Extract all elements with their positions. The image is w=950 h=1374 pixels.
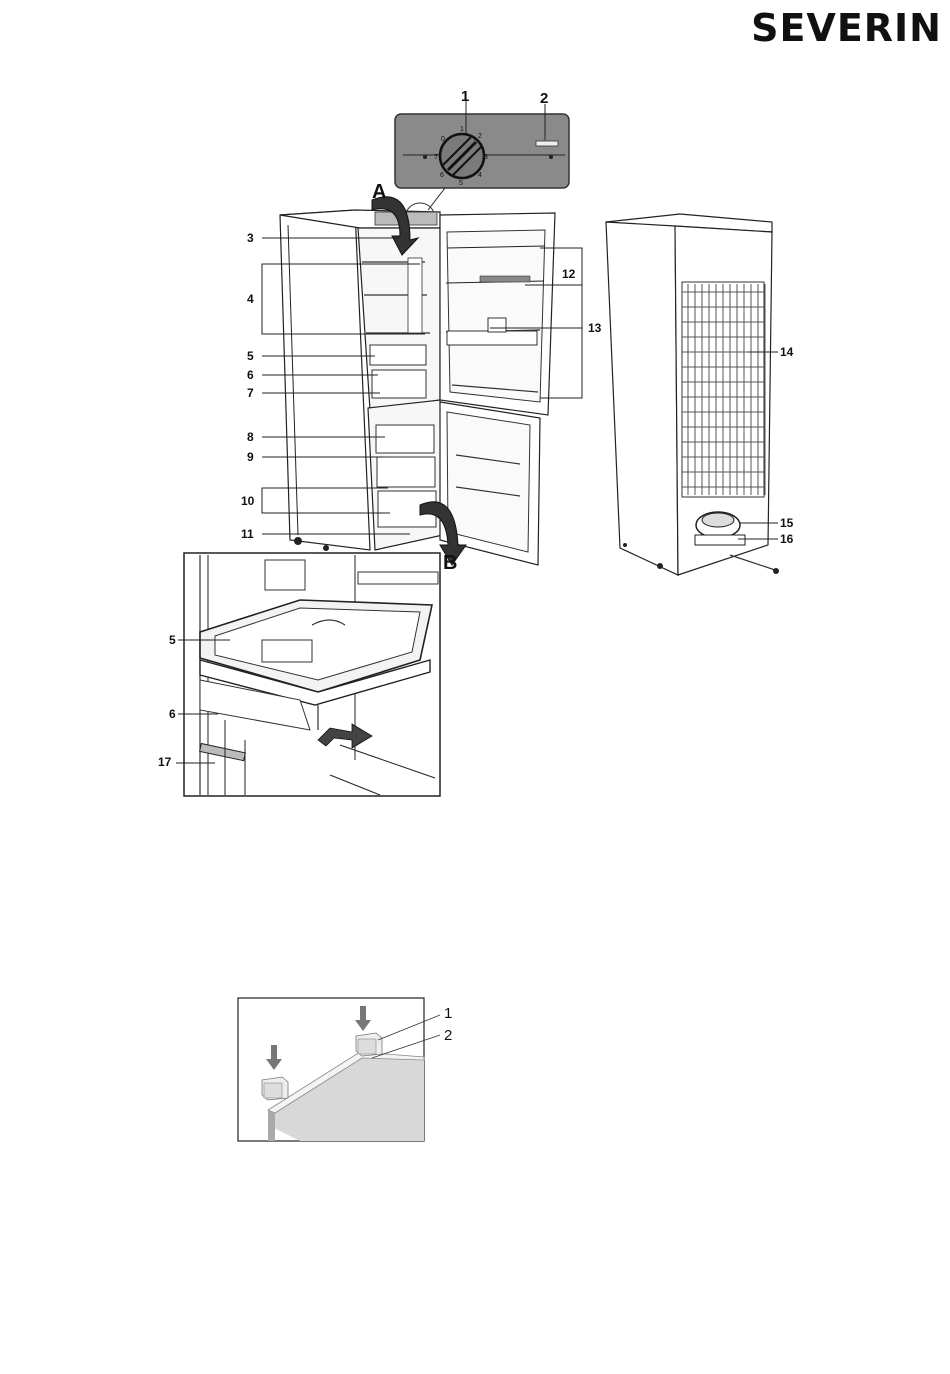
label-2-light: 2	[540, 90, 548, 107]
dial-number-6: 6	[440, 172, 444, 179]
label-6: 6	[247, 368, 254, 382]
dial-number-2: 2	[478, 133, 482, 140]
dial-number-1: 1	[460, 126, 464, 133]
label-14: 14	[780, 345, 794, 359]
fridge-front-view: A B 3 4 5 6 7 8 9 10 11 12 13	[241, 181, 602, 574]
arrow-label-b: B	[443, 552, 457, 574]
label-1-dial: 1	[461, 88, 469, 105]
label-15: 15	[780, 516, 794, 530]
dial-number-4: 4	[478, 172, 482, 179]
spacer-label-2: 2	[444, 1027, 452, 1044]
dial-number-5: 5	[459, 180, 463, 187]
label-7: 7	[247, 386, 254, 400]
label-4: 4	[247, 292, 254, 306]
dial-number-7: 7	[434, 154, 438, 161]
drawer-inset: 5 6 17	[158, 553, 440, 796]
spacer-block-left	[262, 1077, 288, 1100]
drawer-label-5: 5	[169, 633, 176, 647]
drawer-label-17: 17	[158, 755, 172, 769]
label-13: 13	[588, 321, 602, 335]
temperature-dial: 0 2 3 4 5 6 7 1	[434, 126, 488, 187]
label-10: 10	[241, 494, 255, 508]
dial-number-3: 3	[484, 154, 488, 161]
dial-number-0: 0	[441, 136, 445, 143]
label-9: 9	[247, 450, 254, 464]
label-16: 16	[780, 532, 794, 546]
spacer-label-1: 1	[444, 1005, 452, 1022]
label-5: 5	[247, 349, 254, 363]
drawer-label-6: 6	[169, 707, 176, 721]
arrow-label-a: A	[372, 181, 386, 203]
spacer-inset: 1 2	[238, 998, 452, 1141]
spacer-block-right	[356, 1033, 382, 1056]
fridge-back-view: 14 15 16	[606, 214, 794, 575]
label-12: 12	[562, 267, 576, 281]
label-3: 3	[247, 231, 254, 245]
label-11: 11	[241, 527, 254, 541]
label-8: 8	[247, 430, 254, 444]
